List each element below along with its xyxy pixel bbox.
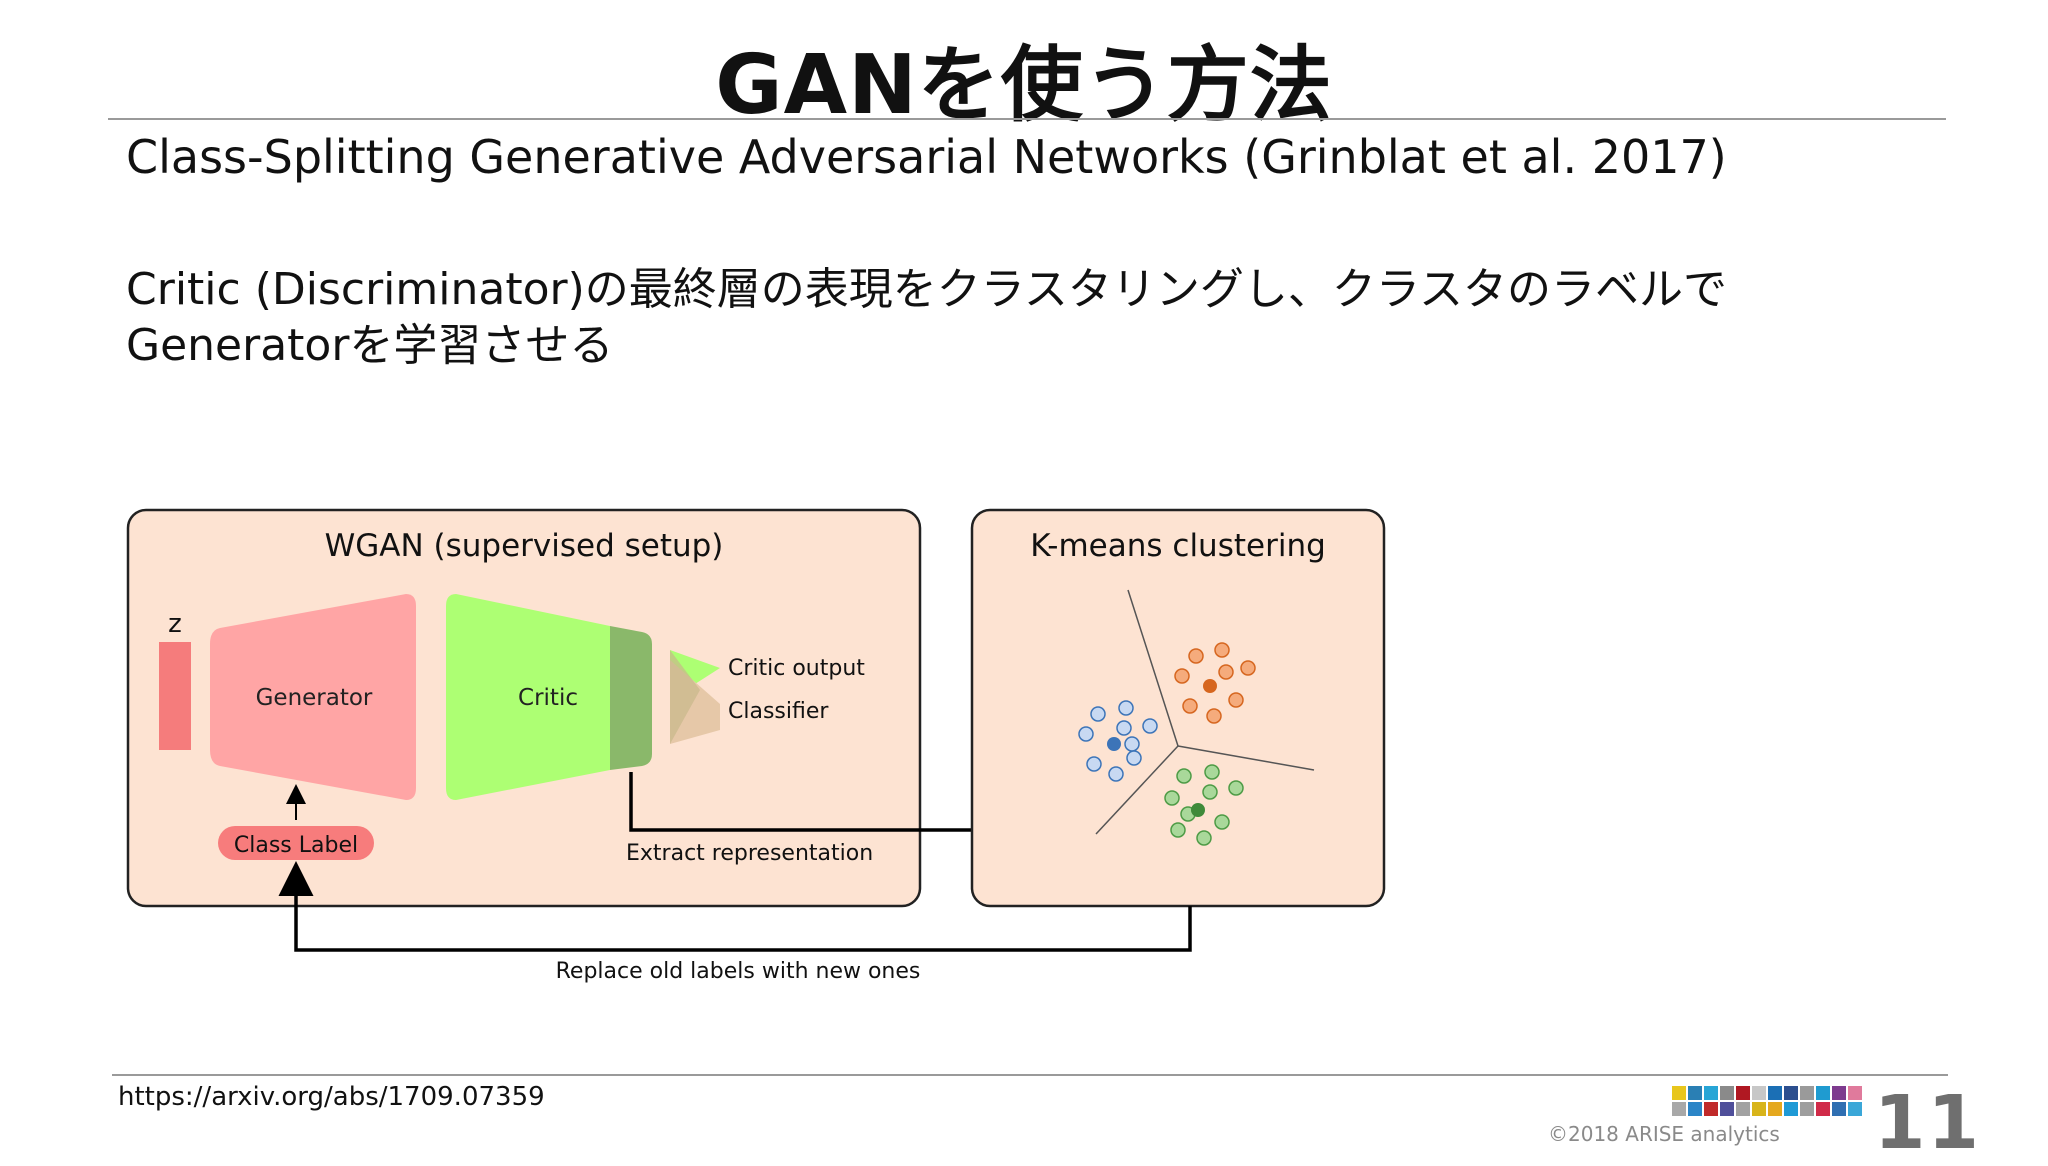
slide-title: GANを使う方法 — [715, 38, 1333, 133]
cluster-point — [1218, 664, 1234, 680]
cluster-point — [1090, 706, 1106, 722]
logo-tile — [1736, 1086, 1750, 1100]
logo-tile — [1688, 1102, 1702, 1116]
cluster-point — [1214, 642, 1230, 658]
footer-divider — [112, 1074, 1948, 1076]
logo-tile — [1800, 1086, 1814, 1100]
cluster-point — [1118, 700, 1134, 716]
orange-centroid — [1203, 679, 1217, 693]
extract-representation-label: Extract representation — [626, 841, 873, 866]
logo-tile — [1672, 1086, 1686, 1100]
logo-tile — [1816, 1086, 1830, 1100]
class-label-pill — [218, 826, 374, 860]
cluster-point — [1124, 736, 1140, 752]
orange-cluster — [1174, 642, 1256, 724]
logo-tile — [1736, 1102, 1750, 1116]
cluster-point — [1202, 784, 1218, 800]
generator-label: Generator — [256, 685, 373, 711]
page-number: 11 — [1874, 1080, 1981, 1166]
blue-cluster — [1078, 700, 1158, 782]
voronoi-boundary — [1095, 745, 1179, 835]
logo-tile — [1720, 1102, 1734, 1116]
cluster-point — [1228, 692, 1244, 708]
logo-tile — [1784, 1086, 1798, 1100]
paper-subtitle: Class-Splitting Generative Adversarial N… — [126, 130, 1727, 184]
z-latent-bar — [159, 642, 191, 750]
cluster-point — [1182, 698, 1198, 714]
replace-labels-arrow — [278, 861, 1192, 952]
cluster-point — [1240, 660, 1256, 676]
green-cluster — [1164, 764, 1244, 846]
logo-tile — [1832, 1086, 1846, 1100]
logo-tile — [1816, 1102, 1830, 1116]
cluster-point — [1126, 750, 1142, 766]
cluster-point — [1228, 780, 1244, 796]
method-description: Critic (Discriminator)の最終層の表現をクラスタリングし、ク… — [126, 264, 1727, 371]
cluster-point — [1196, 830, 1212, 846]
critic-label: Critic — [518, 685, 578, 711]
cluster-point — [1204, 764, 1220, 780]
critic-final-layer — [610, 626, 652, 770]
voronoi-boundary — [1127, 589, 1179, 747]
logo-tile — [1672, 1102, 1686, 1116]
logo-tile — [1848, 1102, 1862, 1116]
logo-tile — [1752, 1086, 1766, 1100]
logo-tile — [1800, 1102, 1814, 1116]
replace-labels-label: Replace old labels with new ones — [556, 959, 921, 984]
logo-tile — [1832, 1102, 1846, 1116]
cluster-point — [1188, 648, 1204, 664]
cluster-point — [1142, 718, 1158, 734]
kmeans-panel — [970, 508, 1386, 908]
z-label: z — [168, 609, 182, 639]
cluster-point — [1170, 822, 1186, 838]
cluster-point — [1206, 708, 1222, 724]
cluster-point — [1078, 726, 1094, 742]
copyright-notice: ©2018 ARISE analytics — [1548, 1122, 1780, 1146]
green-centroid — [1191, 803, 1205, 817]
blue-centroid — [1107, 737, 1121, 751]
cluster-point — [1086, 756, 1102, 772]
class-label-text: Class Label — [234, 833, 358, 858]
logo-tile — [1720, 1086, 1734, 1100]
cluster-point — [1214, 814, 1230, 830]
wgan-panel-title: WGAN (supervised setup) — [325, 528, 724, 564]
logo-tile — [1784, 1102, 1798, 1116]
logo-tile — [1704, 1102, 1718, 1116]
cluster-point — [1116, 720, 1132, 736]
arise-logo-mosaic — [1672, 1086, 1862, 1116]
critic-block — [446, 594, 610, 800]
source-url: https://arxiv.org/abs/1709.07359 — [118, 1082, 545, 1112]
classifier-label: Classifier — [728, 699, 829, 724]
cluster-point — [1164, 790, 1180, 806]
voronoi-boundary — [1177, 745, 1315, 771]
critic-output-label: Critic output — [728, 656, 865, 681]
cluster-point — [1176, 768, 1192, 784]
logo-tile — [1752, 1102, 1766, 1116]
cluster-point — [1174, 668, 1190, 684]
title-divider — [108, 118, 1946, 120]
generator-block — [210, 594, 416, 800]
extract-representation-arrow — [629, 772, 1015, 848]
logo-tile — [1768, 1086, 1782, 1100]
logo-tile — [1848, 1086, 1862, 1100]
cluster-point — [1108, 766, 1124, 782]
logo-tile — [1688, 1086, 1702, 1100]
logo-tile — [1704, 1086, 1718, 1100]
kmeans-panel-title: K-means clustering — [1030, 528, 1326, 564]
logo-tile — [1768, 1102, 1782, 1116]
head-overlap — [670, 650, 700, 744]
